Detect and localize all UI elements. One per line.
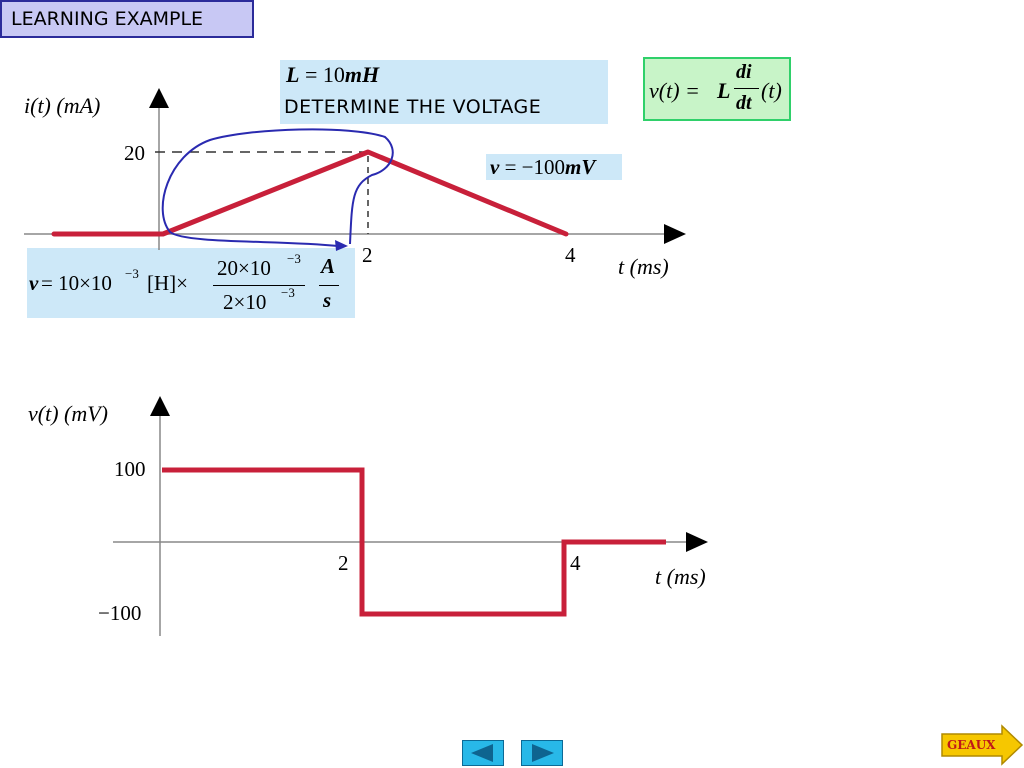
calculation-box: v = 10×10 −3 [H]× 20×10 −3 2×10 −3 A s <box>27 248 355 318</box>
calc-numerator: 20×10 <box>217 256 271 280</box>
formula-fraction-bar <box>734 88 759 89</box>
calc-denominator-exponent: −3 <box>281 285 295 300</box>
calc-unit-denominator: s <box>323 288 332 312</box>
current-y-tick-20: 20 <box>124 141 145 165</box>
current-y-axis-arrow <box>149 88 169 108</box>
instruction-text: DETERMINE THE VOLTAGE <box>284 96 542 118</box>
calc-coefficient-exponent: −3 <box>125 266 139 281</box>
handwritten-annotation <box>161 128 394 251</box>
inductance-number: = 10 <box>299 62 345 87</box>
geaux-arrow-icon <box>941 724 1024 766</box>
voltage-x-tick-4: 4 <box>570 551 581 575</box>
calc-fraction-bar <box>213 285 305 286</box>
calc-unit-numerator: A <box>321 254 336 278</box>
formula-L: L <box>717 78 731 103</box>
formula-numerator: di <box>736 61 752 83</box>
current-x-tick-2: 2 <box>362 243 373 267</box>
result-v: v <box>490 155 500 179</box>
voltage-result-box: v = −100mV <box>486 154 622 180</box>
previous-slide-button[interactable] <box>462 740 504 766</box>
left-triangle-icon <box>471 744 493 762</box>
calc-unit-fraction-bar <box>319 285 339 286</box>
formula-rhs: (t) <box>761 78 782 103</box>
result-unit: mV <box>565 155 596 179</box>
voltage-y-tick-neg100: −100 <box>98 601 141 625</box>
calc-numerator-exponent: −3 <box>287 251 301 266</box>
next-slide-button[interactable] <box>521 740 563 766</box>
current-y-label: i(t) (mA) <box>24 93 100 118</box>
voltage-x-axis-arrow <box>686 532 708 552</box>
current-x-axis-arrow <box>664 224 686 244</box>
geaux-button[interactable] <box>940 724 1024 766</box>
learning-example-title: LEARNING EXAMPLE <box>0 0 254 38</box>
inductance-unit: mH <box>344 62 380 87</box>
calc-denominator: 2×10 <box>223 290 267 314</box>
voltage-y-tick-100: 100 <box>114 457 146 481</box>
inductor-formula-box: v(t) = L di dt (t) <box>643 57 791 121</box>
calc-henry-unit: [H]× <box>147 271 188 295</box>
annotation-loop <box>161 128 394 247</box>
given-box: L = 10mH DETERMINE THE VOLTAGE <box>280 60 608 124</box>
voltage-y-axis-arrow <box>150 396 170 416</box>
current-waveform <box>51 149 569 237</box>
voltage-x-tick-2: 2 <box>338 551 349 575</box>
current-x-tick-4: 4 <box>565 243 576 267</box>
inductance-value: L = 10mH <box>286 62 379 88</box>
formula-denominator: dt <box>736 92 752 114</box>
calc-coefficient: = 10×10 <box>41 271 112 295</box>
annotation-arrowhead-icon <box>335 240 348 251</box>
formula-lhs: v(t) = <box>649 78 700 103</box>
inductance-symbol: L <box>286 62 300 87</box>
right-triangle-icon <box>532 744 554 762</box>
voltage-x-label: t (ms) <box>655 564 706 589</box>
voltage-chart: v(t) (mV) 100 −100 2 4 t (ms) <box>28 396 708 636</box>
current-x-label: t (ms) <box>618 254 669 279</box>
voltage-y-label: v(t) (mV) <box>28 401 108 426</box>
result-value: = −100 <box>499 155 566 179</box>
geaux-label: GEAUX <box>947 738 996 752</box>
current-chart: i(t) (mA) 20 2 4 t (ms) <box>24 88 686 279</box>
calc-v: v <box>29 271 39 295</box>
voltage-waveform <box>162 467 666 617</box>
